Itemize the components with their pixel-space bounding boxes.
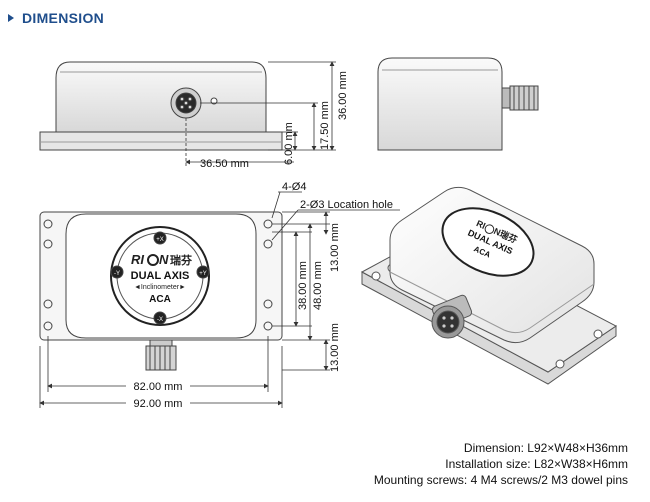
spec-mounting-screws: Mounting screws: 4 M4 screws/2 M3 dowel … xyxy=(373,473,628,487)
front-view xyxy=(39,61,283,151)
dim-36-00: 36.00 mm xyxy=(337,71,349,120)
dim-13-00-bottom: 13.00 mm xyxy=(329,323,341,372)
spec-installation-size: Installation size: L82×W38×H6mm xyxy=(445,457,628,471)
svg-text:瑞芬: 瑞芬 xyxy=(170,253,193,267)
dim-36-50: 36.50 mm xyxy=(200,158,249,170)
dim-13-00-top: 13.00 mm xyxy=(329,223,341,272)
dim-17-50: 17.50 mm xyxy=(319,101,331,150)
dim-2-dia3-location-hole: 2-Ø3 Location hole xyxy=(300,199,393,211)
label-ny: -Y xyxy=(114,271,120,277)
label-nx: -X xyxy=(157,317,163,323)
label-py: +Y xyxy=(199,271,207,277)
label-px: +X xyxy=(156,237,164,243)
spec-summary: Dimension: L92×W48×H36mm Installation si… xyxy=(374,440,628,488)
section-header: DIMENSION xyxy=(8,10,104,26)
svg-text:N: N xyxy=(159,252,169,267)
label-dual-axis: DUAL AXIS xyxy=(131,270,190,282)
dim-6-00: 6.00 mm xyxy=(283,122,295,165)
label-inclinometer: ◄Inclinometer► xyxy=(134,284,186,291)
dim-92-00: 92.00 mm xyxy=(134,398,183,410)
side-view xyxy=(377,57,539,151)
front-view-dimensions xyxy=(185,61,336,168)
dim-82-00: 82.00 mm xyxy=(134,381,183,393)
section-title: DIMENSION xyxy=(22,10,105,26)
svg-text:RI: RI xyxy=(131,252,144,267)
spec-dimension: Dimension: L92×W48×H36mm xyxy=(463,441,628,455)
isometric-view: RI◯N瑞芬 DUAL AXIS ACA xyxy=(360,186,617,385)
dim-48-00: 48.00 mm xyxy=(312,261,324,310)
brand-logo: RI N 瑞芬 xyxy=(131,252,193,267)
dim-4-dia4: 4-Ø4 xyxy=(282,181,306,193)
top-view xyxy=(39,211,283,371)
label-model: ACA xyxy=(149,294,171,305)
triangle-bullet-icon xyxy=(8,14,14,22)
dim-38-00: 38.00 mm xyxy=(297,261,309,310)
